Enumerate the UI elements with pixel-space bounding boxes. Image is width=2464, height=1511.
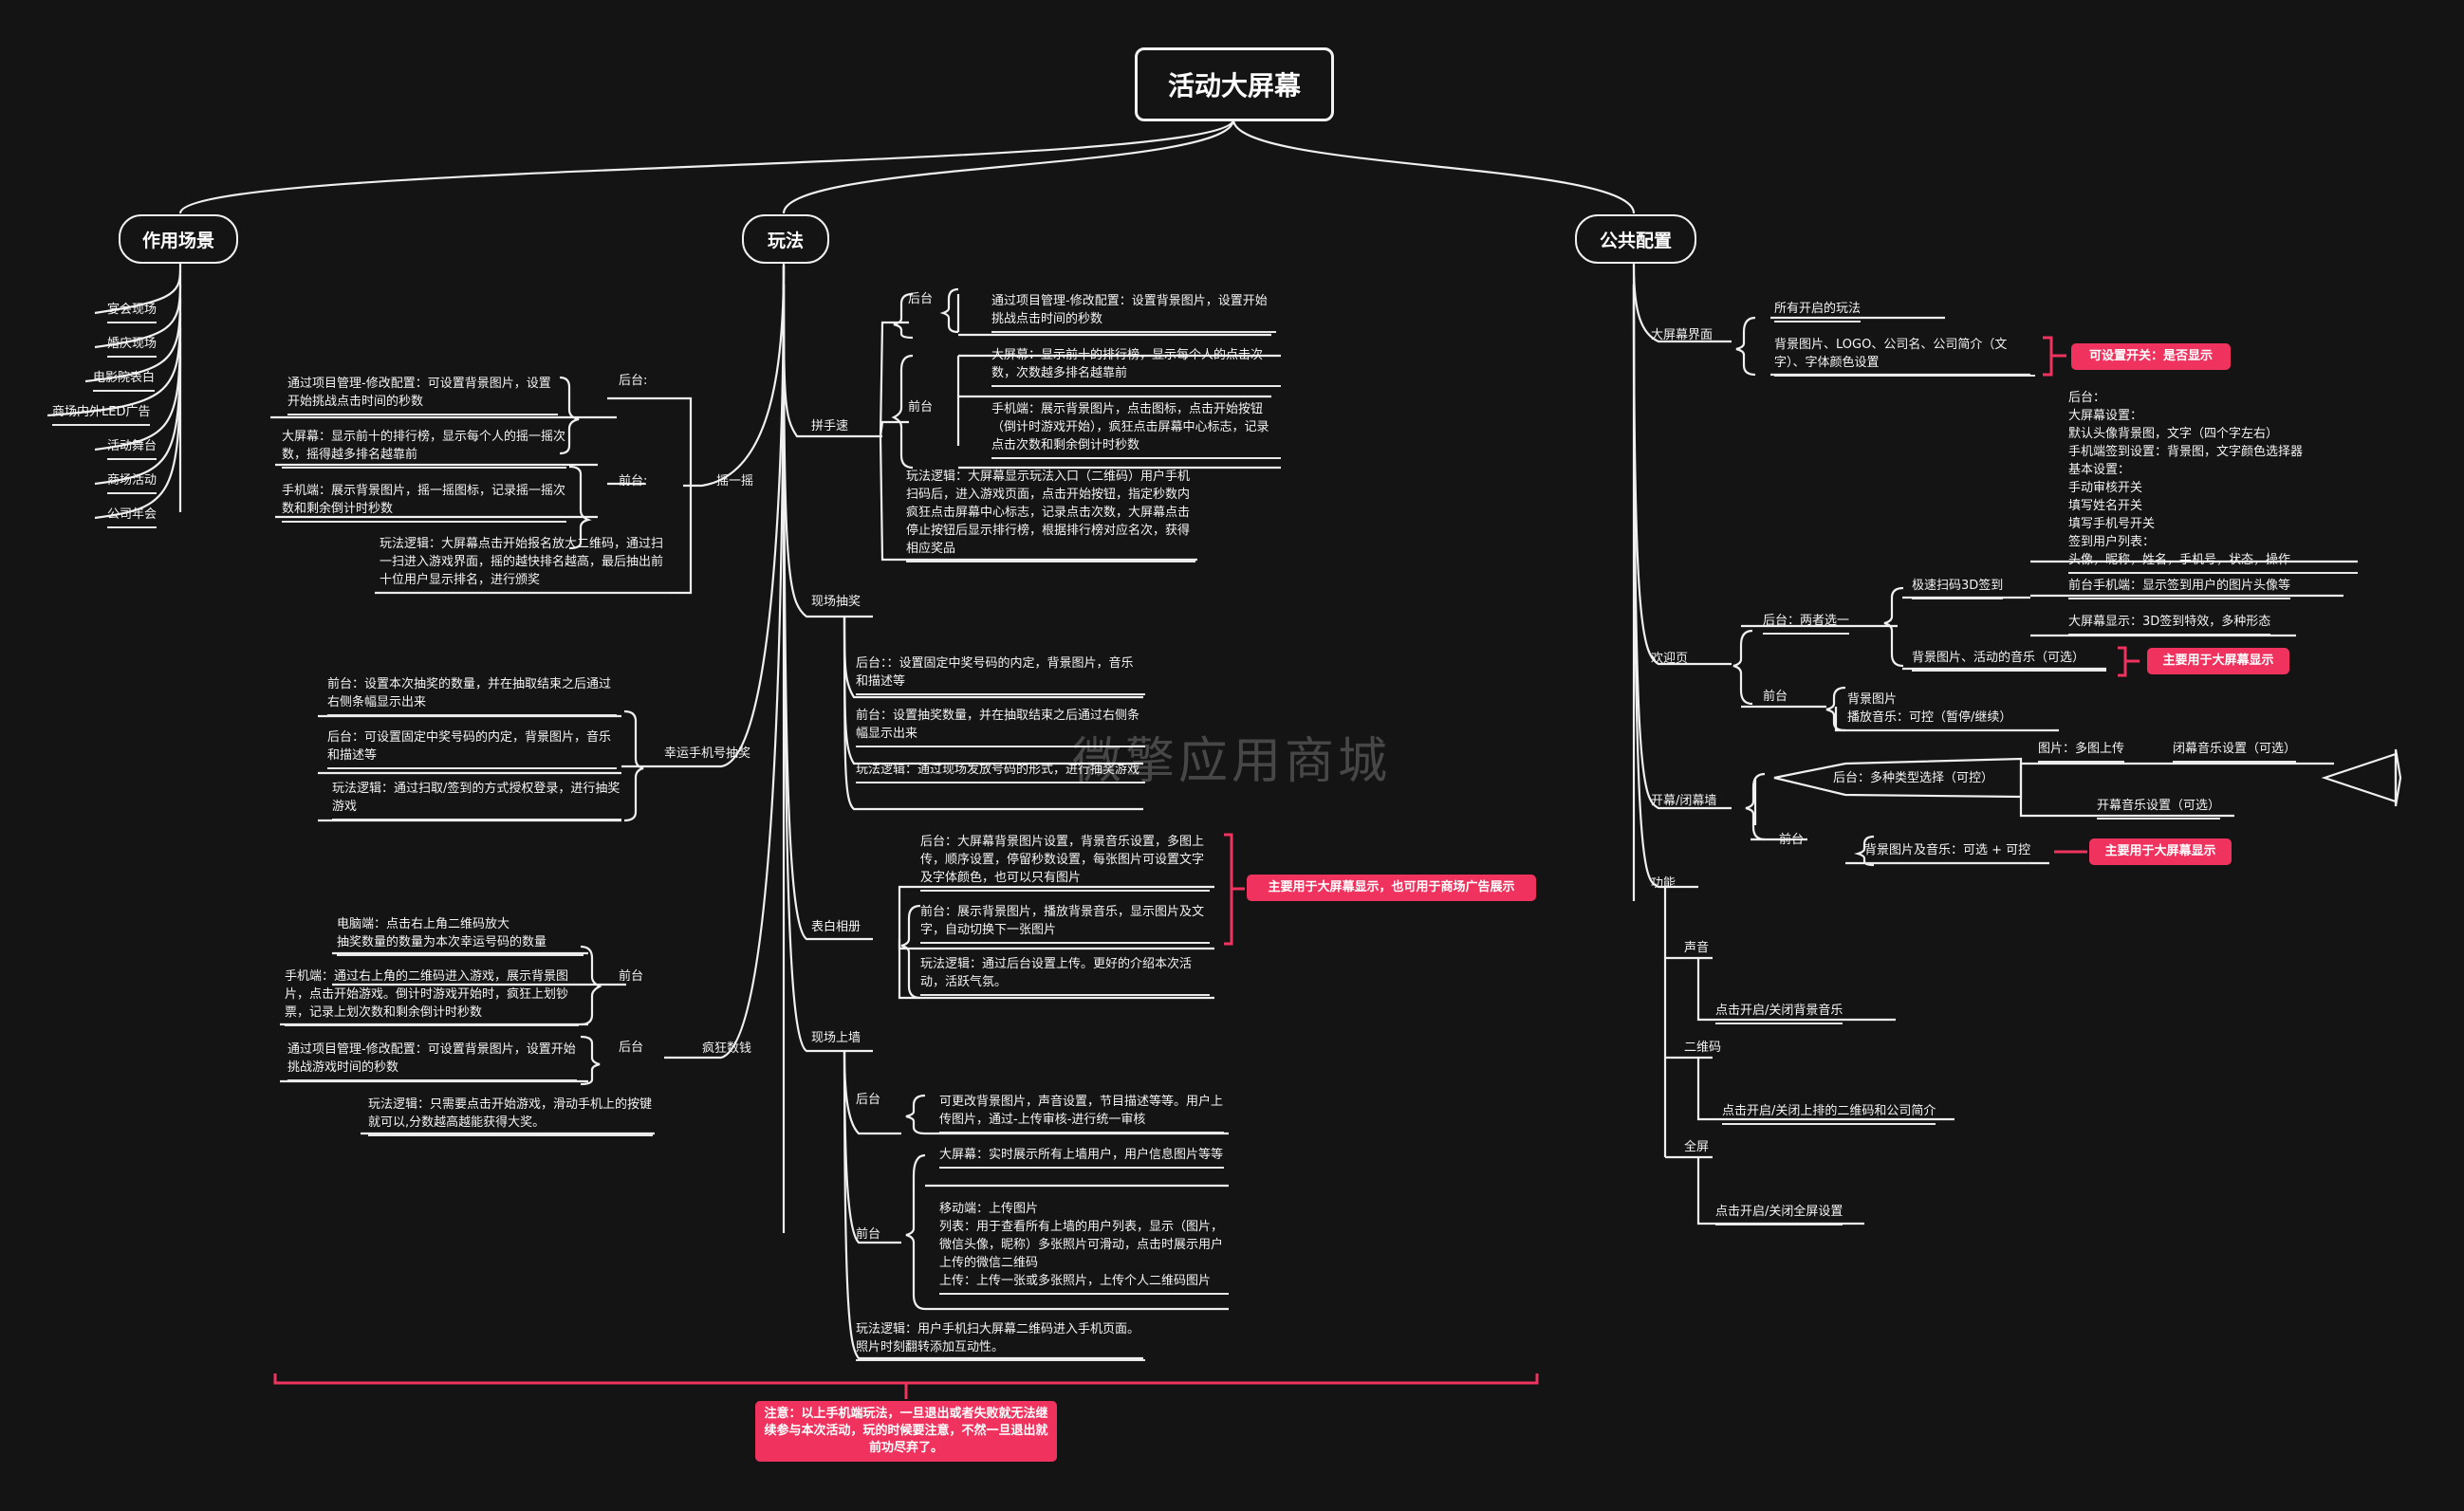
album-backend: 后台：大屏幕背景图片设置，背景音乐设置，多图上传，顺序设置，停留秒数设置，每张图… bbox=[920, 833, 1210, 892]
wall-logic: 玩法逻辑：用户手机扫大屏幕二维码进入手机页面。照片时刻翻转添加互动性。 bbox=[856, 1320, 1145, 1361]
cfg-bg-music: 背景图片、活动的音乐（可选） bbox=[1912, 649, 2106, 672]
cfg-welcome-note: 主要用于大屏幕显示 bbox=[2147, 648, 2289, 674]
cfg-curtain-front-text: 背景图片及音乐：可选 + 可控 bbox=[1864, 841, 2031, 864]
cfg-welcome-front: 前台 bbox=[1763, 690, 1788, 704]
cfg-welcome-backend: 后台：两者选一 bbox=[1763, 612, 1850, 635]
crazy-backend-text: 通过项目管理-修改配置：可设置背景图片，设置开始挑战游戏时间的秒数 bbox=[287, 1041, 577, 1081]
speed-front-big: 大屏幕：显示前十的排行榜，显示每个人的点击次数，次数越多排名越靠前 bbox=[991, 346, 1281, 387]
wall-front-big: 大屏幕：实时展示所有上墙用户，用户信息图片等等 bbox=[939, 1146, 1224, 1169]
lottery-label[interactable]: 现场抽奖 bbox=[811, 595, 861, 609]
bottom-note: 注意：以上手机端玩法，一旦退出或者失败就无法继续参与本次活动，玩的时候要注意，不… bbox=[755, 1401, 1057, 1462]
speed-logic: 玩法逻辑：大屏幕显示玩法入口（二维码）用户手机扫码后，进入游戏页面，点击开始按钮… bbox=[906, 468, 1195, 562]
crazy-backend-label: 后台 bbox=[619, 1041, 644, 1055]
scene-item[interactable]: 活动舞台 bbox=[107, 437, 157, 460]
crazy-front-phone: 手机端：通过右上角的二维码进入游戏，展示背景图片，点击开始游戏。倒计时游戏开始时… bbox=[285, 967, 579, 1026]
speed-front-label: 前台 bbox=[908, 400, 934, 415]
wall-front-label: 前台 bbox=[856, 1227, 881, 1242]
cfg-welcome-label[interactable]: 欢迎页 bbox=[1651, 652, 1689, 666]
cfg-sound-text: 点击开启/关闭背景音乐 bbox=[1715, 1002, 1843, 1024]
lottery-logic: 玩法逻辑：通过现场发放号码的形式，进行抽奖游戏 bbox=[856, 761, 1145, 783]
album-logic: 玩法逻辑：通过后台设置上传。更好的介绍本次活动，活跃气氛。 bbox=[920, 955, 1210, 996]
root-node[interactable]: 活动大屏幕 bbox=[1135, 47, 1334, 121]
scene-item[interactable]: 电影院表白 bbox=[93, 369, 156, 392]
shake-backend-label: 后台: bbox=[619, 374, 648, 388]
crazy-label[interactable]: 疯狂数钱 bbox=[702, 1041, 752, 1056]
cfg-sign3d: 极速扫码3D签到 bbox=[1912, 577, 2004, 599]
shake-front-phone: 手机端：展示背景图片，摇一摇图标，记录摇一摇次数和剩余倒计时秒数 bbox=[282, 482, 566, 523]
album-note: 主要用于大屏幕显示，也可用于商场广告展示 bbox=[1247, 875, 1536, 901]
cfg-curtain-backend: 后台：多种类型选择（可控） bbox=[1833, 771, 1994, 785]
album-label[interactable]: 表白相册 bbox=[811, 920, 861, 934]
cfg-screen-label[interactable]: 大屏幕界面 bbox=[1651, 328, 1714, 342]
lottery-backend: 后台：：设置固定中奖号码的内定，背景图片，音乐和描述等 bbox=[856, 654, 1145, 695]
cfg-big-3d: 大屏幕显示：3D签到特效，多种形态 bbox=[2068, 613, 2271, 636]
speed-backend-label: 后台 bbox=[908, 292, 934, 306]
crazy-front-label: 前台 bbox=[619, 969, 644, 984]
cfg-full-text: 点击开启/关闭全屏设置 bbox=[1715, 1203, 1843, 1225]
cfg-func-label[interactable]: 功能 bbox=[1651, 876, 1677, 891]
wall-backend-text: 可更改背景图片，声音设置，节目描述等等。用户上传图片，通过-上传审核-进行统一审… bbox=[939, 1093, 1224, 1133]
scene-item[interactable]: 宴会现场 bbox=[107, 301, 157, 323]
cfg-sound: 声音 bbox=[1684, 941, 1710, 955]
wall-label[interactable]: 现场上墙 bbox=[811, 1031, 861, 1045]
watermark: 微擎应用商城 bbox=[1072, 733, 1392, 790]
speed-backend-text: 通过项目管理-修改配置：设置背景图片，设置开始挑战点击时间的秒数 bbox=[991, 292, 1276, 333]
branch-scenes[interactable]: 作用场景 bbox=[119, 214, 238, 264]
shake-label[interactable]: 摇一摇 bbox=[716, 474, 754, 488]
branch-gameplay[interactable]: 玩法 bbox=[742, 214, 829, 264]
cfg-curtain-label[interactable]: 开幕/闭幕墙 bbox=[1651, 794, 1717, 808]
cfg-qr: 二维码 bbox=[1684, 1041, 1722, 1055]
lottery-front: 前台：设置抽奖数量，并在抽取结束之后通过右侧条幅显示出来 bbox=[856, 707, 1145, 747]
cfg-screen-note: 可设置开关：是否显示 bbox=[2071, 343, 2231, 370]
cfg-curtain-img: 图片：多图上传 bbox=[2038, 740, 2125, 763]
shake-logic: 玩法逻辑：大屏幕点击开始报名放大二维码，通过扫一扫进入游戏界面，摇的越快排名越高… bbox=[380, 535, 669, 594]
cfg-curtain-close: 闭幕音乐设置（可选） bbox=[2173, 740, 2297, 763]
crazy-front-pc: 电脑端：点击右上角二维码放大 抽奖数量的数量为本次幸运号码的数量 bbox=[337, 915, 584, 956]
speed-label[interactable]: 拼手速 bbox=[811, 419, 849, 433]
speed-front-phone: 手机端：展示背景图片，点击图标，点击开始按钮（倒计时游戏开始），疯狂点击屏幕中心… bbox=[991, 400, 1281, 459]
cfg-phone-front: 前台手机端：显示签到用户的图片头像等 bbox=[2068, 577, 2291, 599]
scene-item[interactable]: 商场活动 bbox=[107, 471, 157, 494]
shake-backend-text: 通过项目管理-修改配置：可设置背景图片，设置开始挑战点击时间的秒数 bbox=[287, 375, 558, 415]
cfg-curtain-note: 主要用于大屏幕显示 bbox=[2089, 838, 2232, 865]
cfg-backend-detail: 后台： 大屏幕设置： 默认头像背景图，文字（四个字左右） 手机端签到设置：背景图… bbox=[2068, 389, 2358, 574]
scene-item[interactable]: 商场内外LED广告 bbox=[52, 403, 151, 426]
lucky-logic: 玩法逻辑：通过扫取/签到的方式授权登录，进行抽奖游戏 bbox=[332, 780, 621, 820]
cfg-curtain-open: 开幕音乐设置（可选） bbox=[2097, 797, 2221, 820]
lucky-front: 前台：设置本次抽奖的数量，并在抽取结束之后通过右侧条幅显示出来 bbox=[327, 675, 617, 716]
lucky-label[interactable]: 幸运手机号抽奖 bbox=[664, 746, 751, 761]
cfg-full: 全屏 bbox=[1684, 1140, 1710, 1154]
cfg-screen-bg: 背景图片、LOGO、公司名、公司简介（文字）、字体颜色设置 bbox=[1774, 336, 2035, 377]
scene-item[interactable]: 公司年会 bbox=[107, 506, 157, 528]
wall-backend-label: 后台 bbox=[856, 1093, 881, 1107]
crazy-logic: 玩法逻辑：只需要点击开始游戏，滑动手机上的按键就可以,分数越高越能获得大奖。 bbox=[368, 1096, 653, 1136]
cfg-qr-text: 点击开启/关闭上排的二维码和公司简介 bbox=[1722, 1102, 1936, 1125]
scene-item[interactable]: 婚庆现场 bbox=[107, 335, 157, 358]
branch-config[interactable]: 公共配置 bbox=[1575, 214, 1696, 264]
cfg-curtain-front: 前台 bbox=[1779, 833, 1805, 847]
cfg-welcome-front-text: 背景图片 播放音乐：可控（暂停/继续） bbox=[1847, 691, 2051, 731]
lucky-backend: 后台：可设置固定中奖号码的内定，背景图片，音乐和描述等 bbox=[327, 728, 617, 769]
shake-front-big: 大屏幕：显示前十的排行榜，显示每个人的摇一摇次数，摇得越多排名越靠前 bbox=[282, 428, 566, 469]
wall-front-mobile: 移动端：上传图片 列表：用于查看所有上墙的用户列表，显示（图片，微信头像，昵称）… bbox=[939, 1200, 1229, 1295]
album-front: 前台：展示背景图片，播放背景音乐，显示图片及文字，自动切换下一张图片 bbox=[920, 903, 1210, 944]
cfg-screen-all: 所有开启的玩法 bbox=[1774, 300, 1862, 322]
shake-front-label: 前台: bbox=[619, 474, 648, 488]
